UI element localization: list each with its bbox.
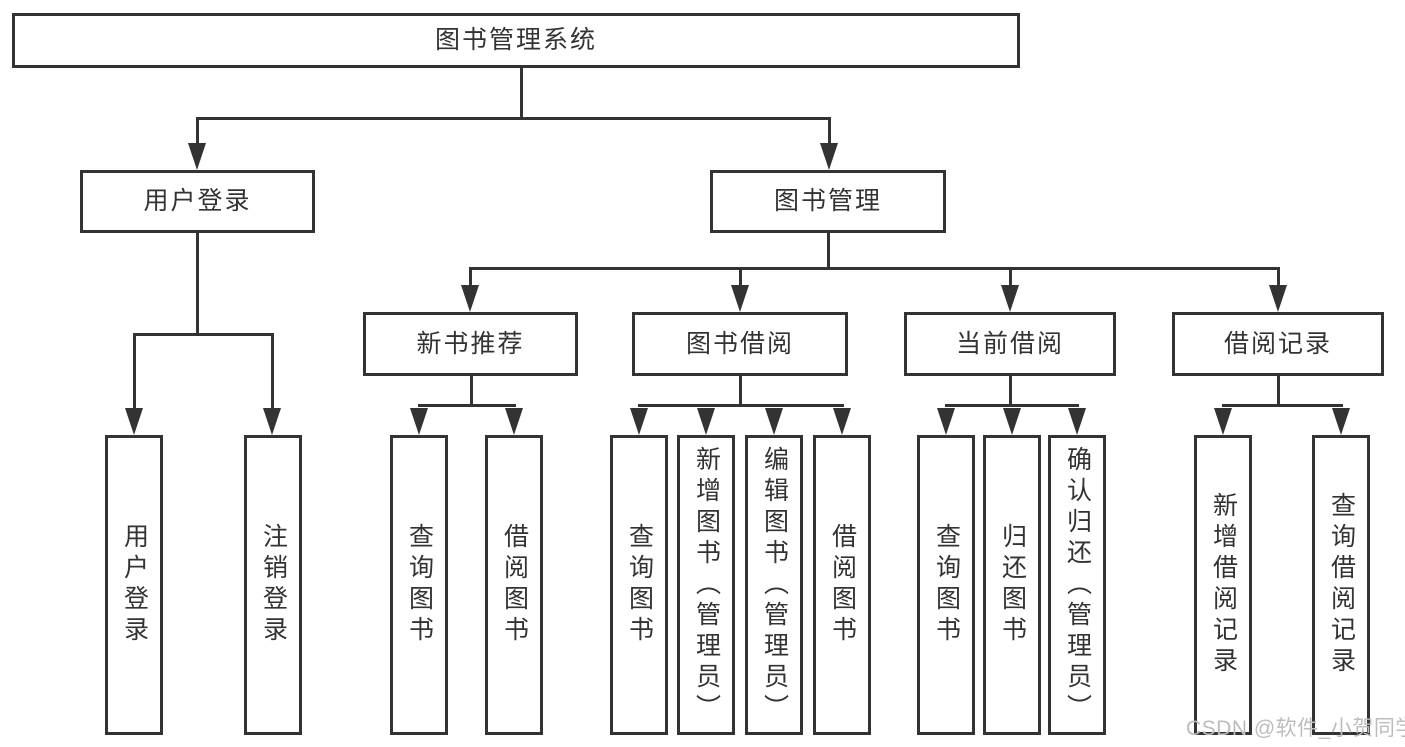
csdn-watermark: CSDN @软件_小贺同学: [1186, 717, 1405, 740]
connector-bookmgmt-hline: [468, 267, 1280, 270]
connector-bookmgmt-drop-2: [738, 267, 742, 290]
connector-borrow-stub: [738, 376, 742, 407]
connector-records-stub: [1276, 376, 1280, 407]
arrow-down-icon: [1001, 285, 1019, 312]
node-records-add-record: 新增借阅记录: [1194, 435, 1252, 735]
node-current-return-books: 归还图书: [983, 435, 1041, 735]
arrow-down-icon: [125, 408, 143, 435]
arrow-down-icon: [1003, 408, 1021, 435]
connector-userlogin-drop-1: [132, 333, 136, 412]
connector-current-hline: [944, 404, 1079, 407]
node-new-book-recommend: 新书推荐: [363, 312, 578, 376]
node-label: 图书借阅: [685, 329, 794, 358]
arrow-down-icon: [937, 408, 955, 435]
node-book-management: 图书管理: [710, 170, 946, 233]
arrow-down-icon: [833, 408, 851, 435]
arrow-down-icon: [630, 408, 648, 435]
arrow-down-icon: [263, 408, 281, 435]
node-label: 新书推荐: [416, 329, 525, 358]
connector-root-stub: [519, 68, 523, 120]
node-user-login: 用户登录: [80, 170, 315, 233]
node-label: 查询图书: [405, 523, 434, 647]
connector-bookmgmt-stub: [826, 233, 830, 270]
node-label: 图书管理系统: [434, 26, 597, 54]
node-login: 用户登录: [105, 435, 163, 735]
connector-root-hline: [195, 117, 831, 120]
node-label: 查询图书: [625, 523, 654, 647]
node-label: 当前借阅: [955, 329, 1064, 358]
node-label: 查询借阅记录: [1327, 492, 1356, 678]
node-borrow-query-books: 查询图书: [610, 435, 668, 735]
arrow-down-icon: [731, 285, 749, 312]
arrow-down-icon: [1269, 285, 1287, 312]
arrow-down-icon: [188, 143, 206, 170]
arrow-down-icon: [765, 408, 783, 435]
connector-current-stub: [1008, 376, 1012, 407]
node-label: 编辑图书（管理员）: [760, 445, 789, 725]
node-logout: 注销登录: [244, 435, 302, 735]
arrow-down-icon: [410, 408, 428, 435]
node-current-query-books: 查询图书: [917, 435, 975, 735]
node-label: 借阅图书: [828, 523, 857, 647]
connector-userlogin-drop-2: [270, 333, 274, 412]
node-label: 注销登录: [259, 523, 288, 647]
arrow-down-icon: [1214, 408, 1232, 435]
node-newbook-borrow-books: 借阅图书: [485, 435, 543, 735]
connector-records-hline: [1221, 404, 1343, 407]
connector-newbook-stub: [469, 376, 473, 407]
node-borrowing-records: 借阅记录: [1172, 312, 1384, 376]
node-label: 新增图书（管理员）: [692, 445, 721, 725]
node-root: 图书管理系统: [12, 13, 1020, 68]
arrow-down-icon: [1332, 408, 1350, 435]
arrow-down-icon: [505, 408, 523, 435]
node-current-confirm-return-admin: 确认归还（管理员）: [1048, 435, 1106, 735]
node-label: 用户登录: [143, 187, 252, 215]
connector-bookmgmt-drop-3: [1008, 267, 1012, 290]
node-newbook-query-books: 查询图书: [390, 435, 448, 735]
arrow-down-icon: [461, 285, 479, 312]
node-borrow-borrow-books: 借阅图书: [813, 435, 871, 735]
arrow-down-icon: [697, 408, 715, 435]
node-label: 图书管理: [773, 187, 882, 215]
node-label: 用户登录: [120, 523, 149, 647]
node-book-borrowing: 图书借阅: [632, 312, 848, 376]
node-current-borrowing: 当前借阅: [904, 312, 1116, 376]
node-label: 借阅记录: [1223, 329, 1332, 358]
arrow-down-icon: [820, 143, 838, 170]
node-label: 查询图书: [932, 523, 961, 647]
arrow-down-icon: [1068, 408, 1086, 435]
connector-userlogin-stub: [195, 233, 199, 336]
node-label: 新增借阅记录: [1209, 492, 1238, 678]
connector-bookmgmt-drop-4: [1276, 267, 1280, 290]
connector-root-drop-2: [827, 117, 831, 147]
node-label: 确认归还（管理员）: [1063, 445, 1092, 725]
connector-bookmgmt-drop-1: [468, 267, 472, 290]
node-label: 归还图书: [998, 523, 1027, 647]
connector-userlogin-hline: [132, 333, 274, 336]
node-label: 借阅图书: [500, 523, 529, 647]
node-borrow-add-books-admin: 新增图书（管理员）: [677, 435, 735, 735]
connector-root-drop-1: [195, 117, 199, 147]
node-borrow-edit-books-admin: 编辑图书（管理员）: [745, 435, 803, 735]
connector-newbook-hline: [417, 404, 516, 407]
connector-borrow-hline: [637, 404, 844, 407]
node-records-query-record: 查询借阅记录: [1312, 435, 1370, 735]
